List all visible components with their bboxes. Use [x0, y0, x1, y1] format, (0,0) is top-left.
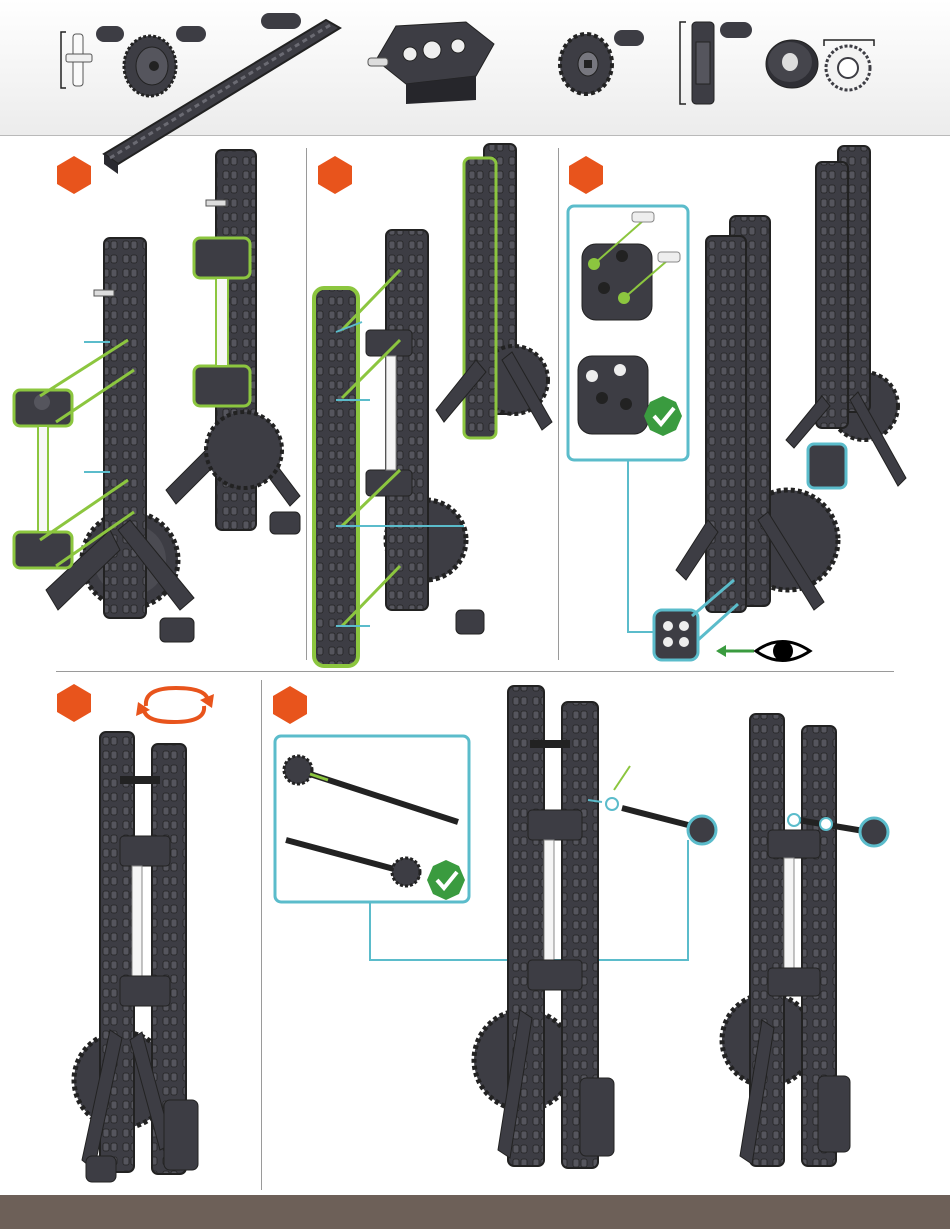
connector-block-part — [366, 16, 501, 106]
step-5-illustration — [270, 680, 910, 1190]
axle-connector-part — [58, 28, 98, 92]
step-1-illustration — [0, 140, 306, 660]
rotate-icon — [134, 684, 216, 724]
small-gear-part — [556, 30, 618, 96]
divider — [261, 680, 262, 1190]
eye-icon — [712, 634, 812, 668]
step-3-illustration — [558, 140, 918, 670]
qty-badge-long-beam — [261, 13, 301, 29]
footer-bar — [0, 1195, 950, 1229]
spacer-part — [762, 32, 882, 96]
qty-badge-double-connector — [720, 22, 752, 38]
divider — [56, 671, 894, 672]
step-badge-4 — [55, 684, 93, 722]
double-connector-part — [676, 20, 726, 106]
step-2-illustration — [306, 140, 558, 660]
qty-badge-small-gear — [614, 30, 644, 46]
step-4-illustration — [60, 720, 260, 1190]
